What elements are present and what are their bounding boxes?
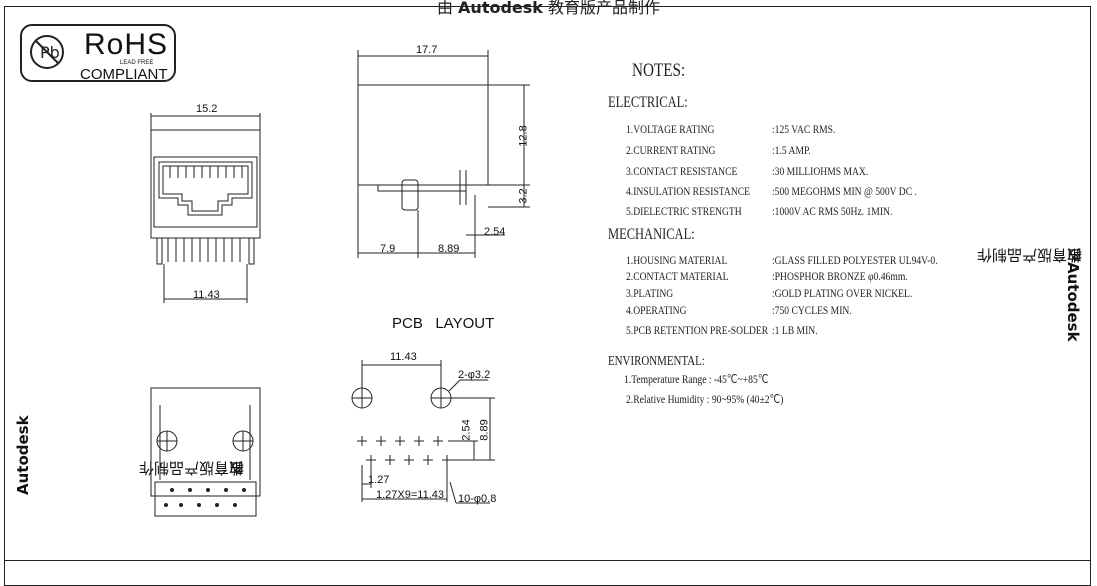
pb-crossed-icon: Pb (30, 35, 64, 69)
rohs-small: LEAD FREE (120, 60, 154, 66)
dim-pcb-v2: 8.89 (478, 419, 491, 441)
rohs-logo: Pb RoHS LEAD FREE COMPLIANT (20, 24, 176, 83)
mech-key-5: 5.PCB RETENTION PRE-SOLDER (626, 323, 769, 337)
watermark-right: 由 Autodesk 教育版产品制作 (976, 246, 1082, 342)
watermark-prefix: 由 (436, 0, 453, 17)
mech-val-5: :1 LB MIN. (772, 323, 818, 337)
elec-val-2: :1.5 AMP. (772, 143, 811, 157)
front-contacts (169, 166, 243, 178)
dim-pcb-pitch: 1.27 (368, 474, 390, 486)
electrical-heading: ELECTRICAL: (608, 94, 688, 111)
notes-title: NOTES: (632, 60, 686, 81)
elec-key-5: 5.DIELECTRIC STRENGTH (626, 204, 742, 218)
elec-val-1: :125 VAC RMS. (772, 122, 836, 136)
mech-val-2: :PHOSPHOR BRONZE φ0.46mm. (772, 269, 908, 283)
env-item-1: 1.Temperature Range : -45℃~+85℃ (624, 372, 769, 386)
dim-width-front: 15.2 (196, 103, 218, 115)
dim-pin-span: 11.43 (193, 289, 220, 301)
dim-pin-mid: 8.89 (438, 243, 460, 255)
rohs-sub: COMPLIANT (80, 66, 168, 83)
watermark-top: 由 Autodesk 教育版产品制作 (0, 0, 1097, 18)
side-view (357, 50, 530, 258)
elec-val-3: :30 MILLIOHMS MAX. (772, 164, 869, 178)
dim-pcb-v1: 2.54 (460, 419, 473, 441)
dim-pin-offset: 2.54 (484, 226, 506, 238)
elec-val-4: :500 MEGOHMS MIN @ 500V DC . (772, 184, 917, 198)
title-block-strip (4, 560, 1091, 572)
rohs-main: RoHS (84, 28, 169, 61)
env-item-2: 2.Relative Humidity : 90~95% (40±2℃) (626, 392, 784, 406)
dim-pcb-span: 11.43 (390, 351, 417, 363)
dim-width-top: 17.7 (416, 44, 438, 56)
watermark-brand: Autodesk (458, 0, 543, 17)
bottom-view (150, 387, 261, 517)
mech-key-1: 1.HOUSING MATERIAL (626, 253, 728, 267)
mech-val-1: :GLASS FILLED POLYESTER UL94V-0. (772, 253, 938, 267)
dim-hole-spec: 2-φ3.2 (458, 369, 491, 381)
elec-key-2: 2.CURRENT RATING (626, 143, 716, 157)
dim-pin-left: 7.9 (380, 243, 396, 255)
watermark-suffix: 教育版产品制作 (548, 0, 661, 17)
dim-pcb-total: 1.27X9=11.43 (376, 489, 444, 501)
bottom-pins (164, 488, 246, 507)
svg-text:Pb: Pb (40, 43, 60, 62)
dim-pcb-holes: 10-φ0.8 (458, 493, 497, 505)
mech-key-2: 2.CONTACT MATERIAL (626, 269, 729, 283)
dim-height-body: 12.8 (517, 125, 530, 147)
environmental-heading: ENVIRONMENTAL: (608, 354, 705, 369)
mechanical-heading: MECHANICAL: (608, 226, 695, 243)
elec-val-5: :1000V AC RMS 50Hz. 1MIN. (772, 204, 893, 218)
front-pins (156, 237, 255, 265)
connector-drawings (150, 50, 530, 517)
mech-val-3: :GOLD PLATING OVER NICKEL. (772, 286, 913, 300)
pcb-title: PCB LAYOUT (392, 315, 495, 332)
pcb-holes (357, 436, 452, 465)
elec-key-3: 3.CONTACT RESISTANCE (626, 164, 738, 178)
mech-key-4: 4.OPERATING (626, 303, 687, 317)
mech-val-4: :750 CYCLES MIN. (772, 303, 852, 317)
front-view (150, 113, 261, 303)
mech-key-3: 3.PLATING (626, 286, 674, 300)
elec-key-1: 1.VOLTAGE RATING (626, 122, 715, 136)
elec-key-4: 4.INSULATION RESISTANCE (626, 184, 751, 198)
dim-height-pin: 3.2 (517, 188, 530, 204)
pcb-layout (351, 360, 495, 504)
